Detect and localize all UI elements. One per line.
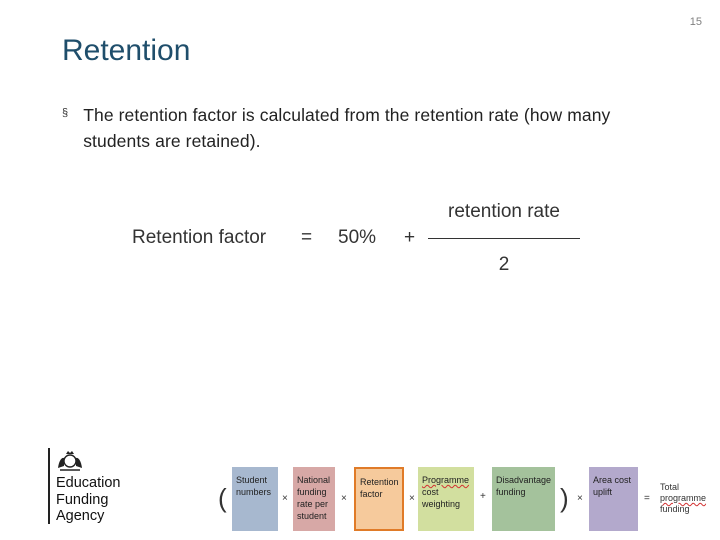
total-word-programme: programme [660,493,707,503]
royal-crest-icon [58,451,82,471]
operator-multiply: × [409,493,415,504]
box-retention-factor: Retention factor [354,467,404,531]
formula-label: Retention factor [132,227,267,248]
box-word-rest: cost weighting [422,487,461,509]
open-paren: ( [218,483,227,513]
total-word-funding: funding [660,504,690,514]
formula-denominator: 2 [498,254,510,275]
box-programme-cost-weighting: Programme cost weighting [418,467,474,531]
box-national-funding-rate: National funding rate per student [293,467,335,531]
formula-plus: + [404,227,416,248]
close-paren: ) [560,483,569,513]
logo-line-funding: Funding [56,491,109,508]
box-area-cost-uplift: Area cost uplift [589,467,638,531]
operator-multiply: × [282,493,288,504]
box-disadvantage-funding: Disadvantage funding [492,467,555,531]
box-word-programme: Programme [422,475,470,485]
logo-line-agency: Agency [56,508,105,524]
operator-multiply: × [577,493,583,504]
bullet-marker: § [62,107,69,119]
box-student-numbers: Student numbers [232,467,278,531]
formula-equals: = [301,227,313,248]
agency-logo-text: Education Funding Agency [56,475,121,525]
operator-plus: + [480,491,486,502]
formula-constant: 50% [338,227,377,248]
logo-line-education: Education [56,475,121,491]
fraction-bar [428,238,580,239]
operator-equals: = [644,493,650,504]
slide-title: Retention [62,34,191,67]
formula-numerator: retention rate [448,201,560,222]
bullet-point: § The retention factor is calculated fro… [62,102,662,154]
bullet-text: The retention factor is calculated from … [83,105,611,151]
operator-multiply: × [341,493,347,504]
total-word: Total [660,482,680,492]
logo-divider [48,448,50,524]
slide-number: 15 [689,16,702,28]
